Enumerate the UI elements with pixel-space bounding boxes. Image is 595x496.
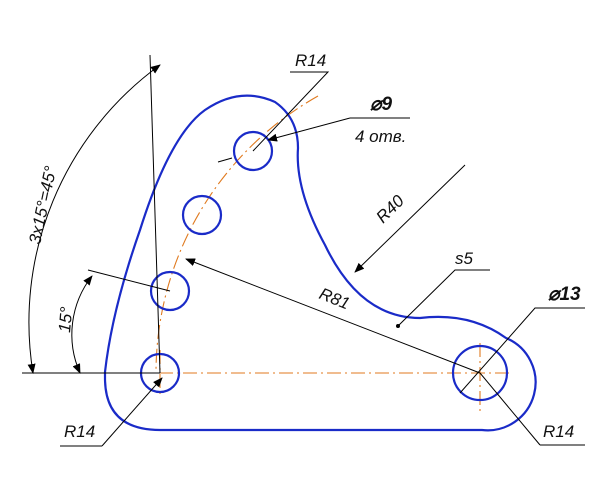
r14-right-leader [479,372,541,446]
hole-size-top-label: ⌀9 [370,94,392,115]
hole-upper-mid [181,194,223,236]
r14-top-leader [252,71,330,152]
angle-extension-mid [87,269,171,292]
r14-left-label: R14 [64,422,95,441]
r40-label: R40 [372,191,408,227]
holes [139,130,509,402]
part-outline [103,94,537,432]
r40-leader [354,164,466,273]
r14-right-label: R14 [543,422,574,441]
thickness-leader [397,269,490,327]
angle-single-arc [71,275,93,374]
angle-single-label: 15° [55,306,76,333]
r14-left-leader [101,377,163,447]
r81-label: R81 [317,284,353,313]
hole-right [451,344,509,402]
hole-size-top-arrow-2 [217,157,233,163]
r14-top-label: R14 [295,51,326,70]
thickness-dot [396,324,400,328]
hole-size-right-leader [459,307,585,394]
angle-extension-top [149,54,161,374]
angle-total-label: 3х15°=45° [25,164,60,246]
r81-line [185,258,481,374]
hole-top [232,130,274,172]
angle-total-arc [27,64,161,374]
hole-size-right-label: ⌀13 [548,284,581,305]
labels: R14 ⌀9 4 отв. R40 s5 R81 ⌀13 R14 R14 3х1… [25,51,581,441]
hole-size-top-leader [267,117,351,142]
hole-count-label: 4 отв. [355,127,406,146]
dimensions [22,54,585,447]
thickness-label: s5 [455,249,474,268]
